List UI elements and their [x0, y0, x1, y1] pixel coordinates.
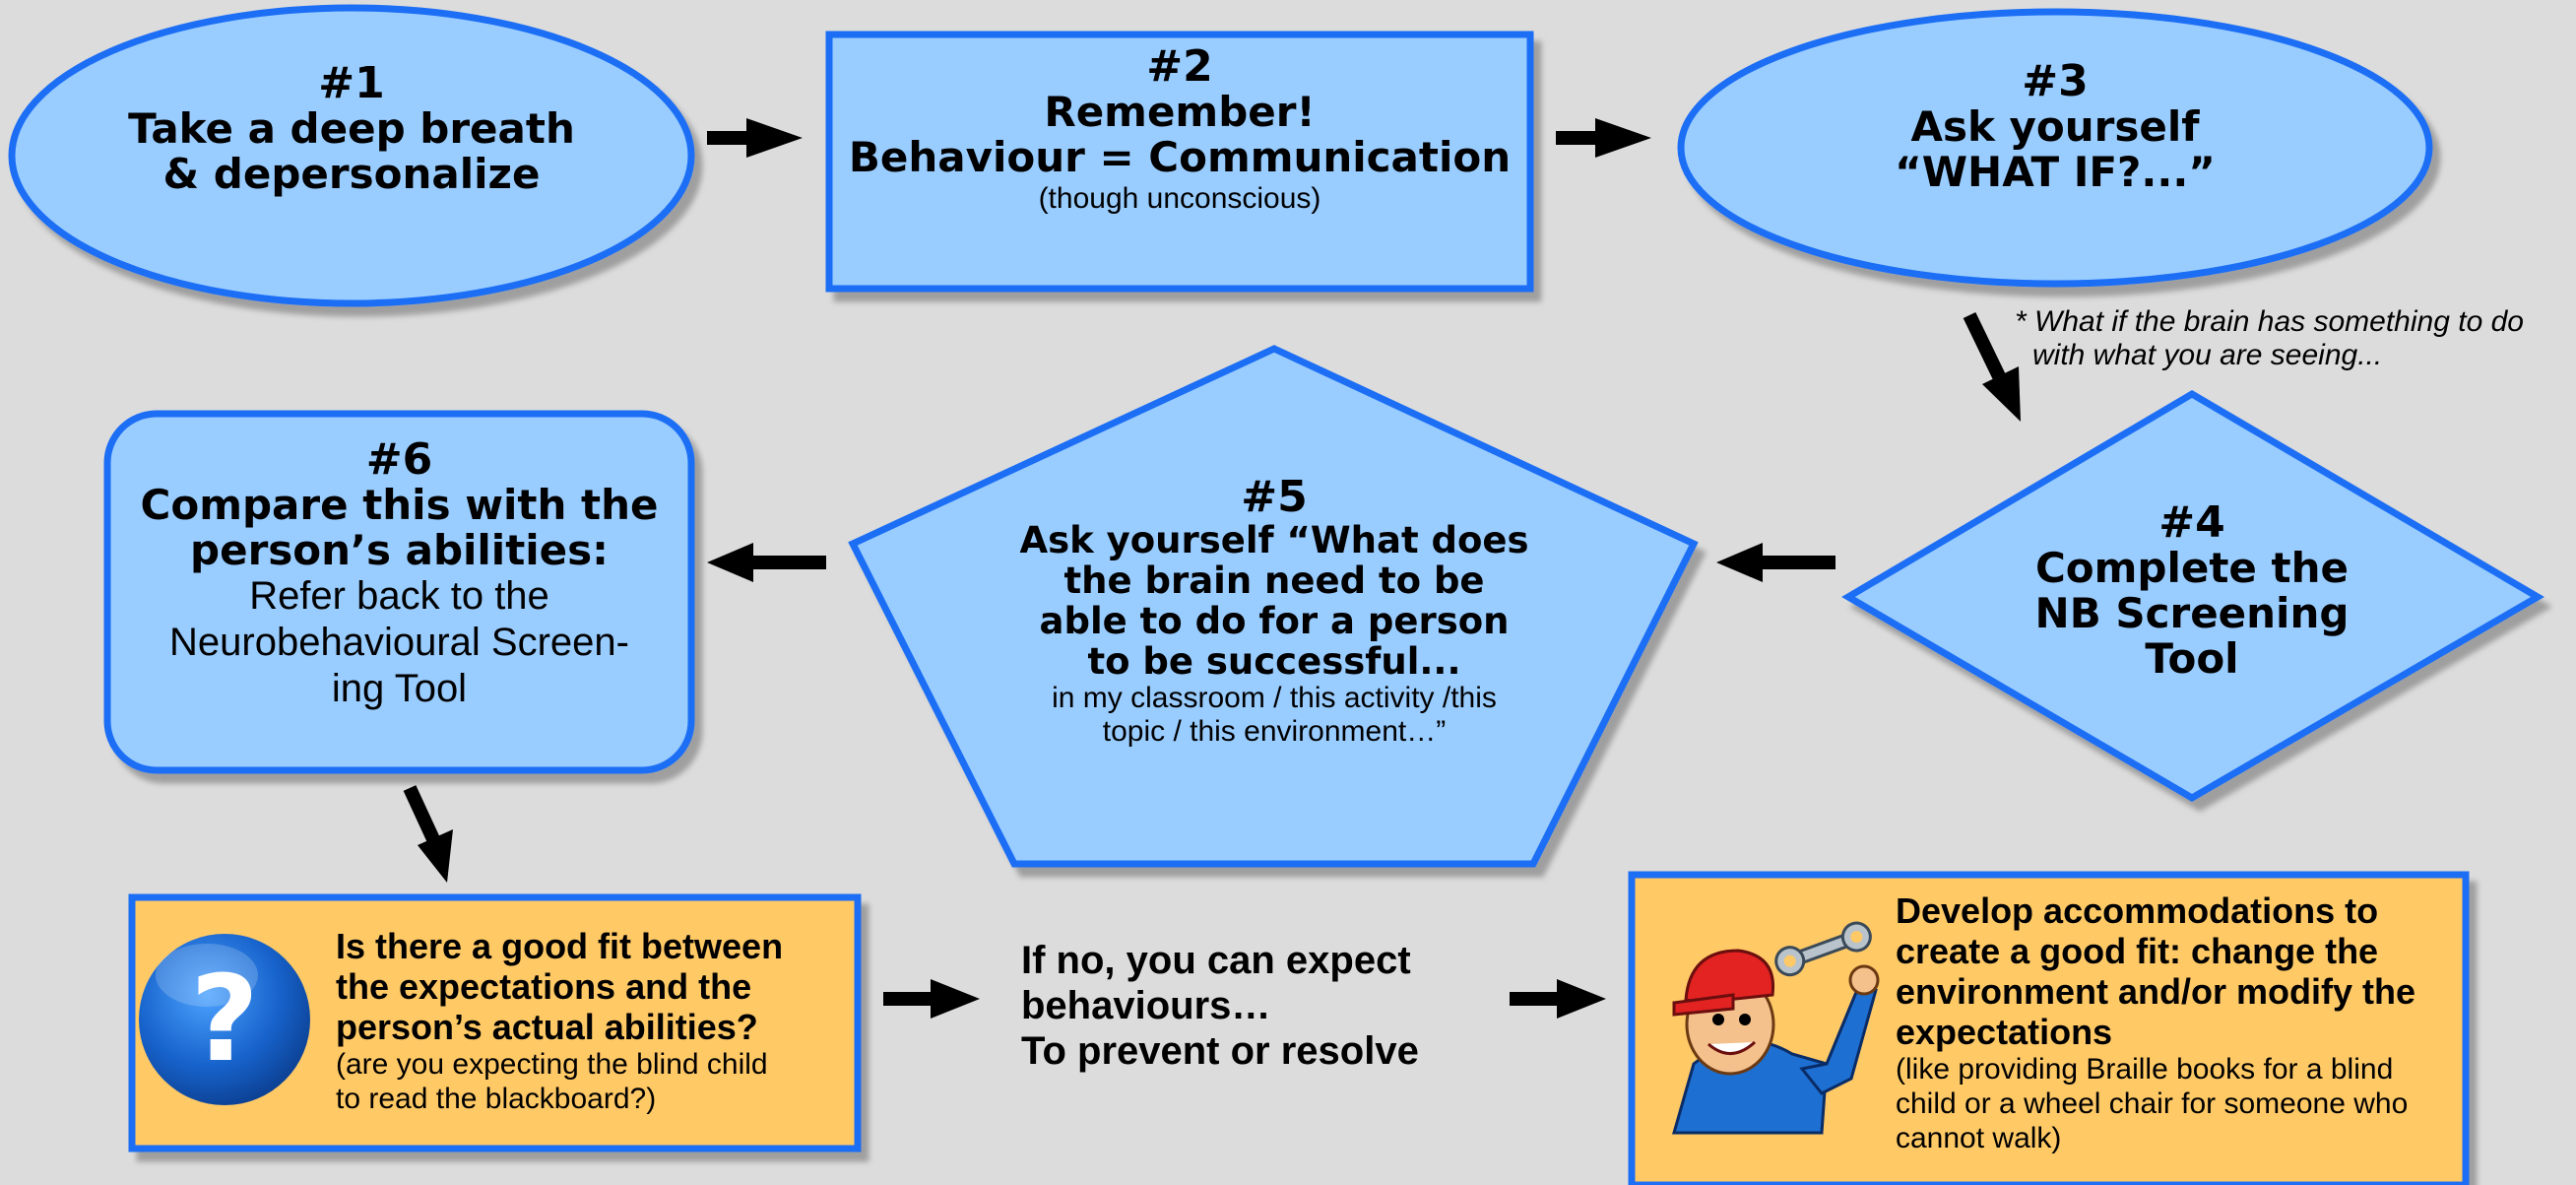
- arrow-step1-to-step2: [707, 118, 803, 158]
- step5-number: #5: [1241, 472, 1308, 522]
- step1-line2: & depersonalize: [162, 150, 541, 198]
- accommodations-line1: Develop accommodations to: [1896, 890, 2379, 931]
- step3-footnote-line2: with what you are seeing...: [2032, 339, 2383, 371]
- step5-line4: to be successful...: [1087, 640, 1461, 683]
- step2-box: [825, 31, 1534, 293]
- step2-number: #2: [1146, 41, 1213, 92]
- arrow-step6-to-fit-question: [403, 785, 453, 883]
- step6-line3: Refer back to the: [249, 574, 549, 618]
- step1-line1: Take a deep breath: [128, 104, 575, 153]
- step4-line2: NB Screening: [2034, 589, 2350, 637]
- step6-text: #6 Compare this with the person’s abilit…: [112, 437, 686, 712]
- fit-question-text: Is there a good fit between the expectat…: [336, 926, 853, 1116]
- fit-question-line5: to read the blackboard?): [336, 1083, 657, 1115]
- step2-text: #2 Remember! Behaviour = Communication (…: [835, 44, 1524, 216]
- arrow-if-no-to-accommodations: [1510, 979, 1606, 1019]
- step5-line3: able to do for a person: [1039, 600, 1510, 642]
- arrow-step2-to-step3: [1556, 118, 1651, 158]
- arrow-step3-to-step4: [1963, 311, 2021, 422]
- step6-line4: Neurobehavioural Screen-: [169, 621, 629, 664]
- if-no-line1: If no, you can expect: [1021, 939, 1411, 982]
- step6-line5: ing Tool: [331, 667, 468, 710]
- step3-footnote-line1: * What if the brain has something to do: [2015, 305, 2524, 338]
- step3-footnote: * What if the brain has something to do …: [2015, 305, 2576, 372]
- step4-line1: Complete the: [2034, 544, 2350, 592]
- step3-text: #3 Ask yourself “WHAT IF?...”: [1760, 59, 2351, 195]
- step4-diamond: [1841, 389, 2544, 803]
- svg-text:?: ?: [190, 952, 259, 1088]
- step5-line1: Ask yourself “What does: [1019, 519, 1529, 561]
- accommodations-line7: cannot walk): [1896, 1122, 2062, 1154]
- accommodations-line3: environment and/or modify the: [1896, 971, 2416, 1012]
- step4-line3: Tool: [2145, 634, 2239, 683]
- step2-line2: Behaviour = Communication: [848, 133, 1512, 181]
- step1-ellipse: [8, 4, 695, 307]
- accommodations-line2: create a good fit: change the: [1896, 931, 2379, 971]
- step3-ellipse: [1677, 8, 2433, 288]
- accommodations-line5: (like providing Braille books for a blin…: [1896, 1053, 2394, 1086]
- arrow-step4-to-step5: [1716, 543, 1835, 582]
- fit-question-line4: (are you expecting the blind child: [336, 1048, 768, 1081]
- question-mark-icon: ?: [139, 934, 310, 1105]
- step5-pentagon: [848, 345, 1699, 868]
- step6-number: #6: [365, 434, 433, 485]
- step2-line1: Remember!: [1044, 88, 1316, 136]
- step5-line6: topic / this environment…”: [1102, 715, 1447, 748]
- step3-number: #3: [2022, 56, 2089, 106]
- fit-question-line1: Is there a good fit between: [336, 926, 784, 966]
- mechanic-with-wrench-icon: [1672, 921, 1880, 1135]
- step5-line2: the brain need to be: [1063, 560, 1485, 602]
- step6-line2: person’s abilities:: [190, 526, 609, 574]
- arrow-step5-to-step6: [707, 543, 826, 582]
- accommodations-line6: child or a wheel chair for someone who: [1896, 1087, 2409, 1120]
- step4-number: #4: [2158, 497, 2225, 548]
- step1-number: #1: [318, 58, 385, 108]
- step5-line5: in my classroom / this activity /this: [1052, 682, 1497, 714]
- step4-text: #4 Complete the NB Screening Tool: [1946, 500, 2438, 682]
- accommodations-text: Develop accommodations to create a good …: [1896, 890, 2462, 1155]
- step1-text: #1 Take a deep breath & depersonalize: [56, 61, 647, 197]
- step3-line2: “WHAT IF?...”: [1895, 148, 2216, 196]
- step5-text: #5 Ask yourself “What does the brain nee…: [930, 475, 1619, 749]
- if-no-line3: To prevent or resolve: [1021, 1029, 1419, 1073]
- if-no-text: If no, you can expect behaviours… To pre…: [1021, 938, 1494, 1074]
- if-no-line2: behaviours…: [1021, 984, 1271, 1027]
- accommodations-line4: expectations: [1896, 1012, 2113, 1052]
- fit-question-line2: the expectations and the: [336, 966, 752, 1007]
- step3-line1: Ask yourself: [1910, 102, 2200, 151]
- step6-rounded-box: [103, 410, 695, 774]
- fit-question-line3: person’s actual abilities?: [336, 1007, 758, 1047]
- arrow-fit-question-to-if-no: [883, 979, 980, 1019]
- step2-note: (though unconscious): [1038, 182, 1321, 215]
- step6-line1: Compare this with the: [140, 481, 659, 529]
